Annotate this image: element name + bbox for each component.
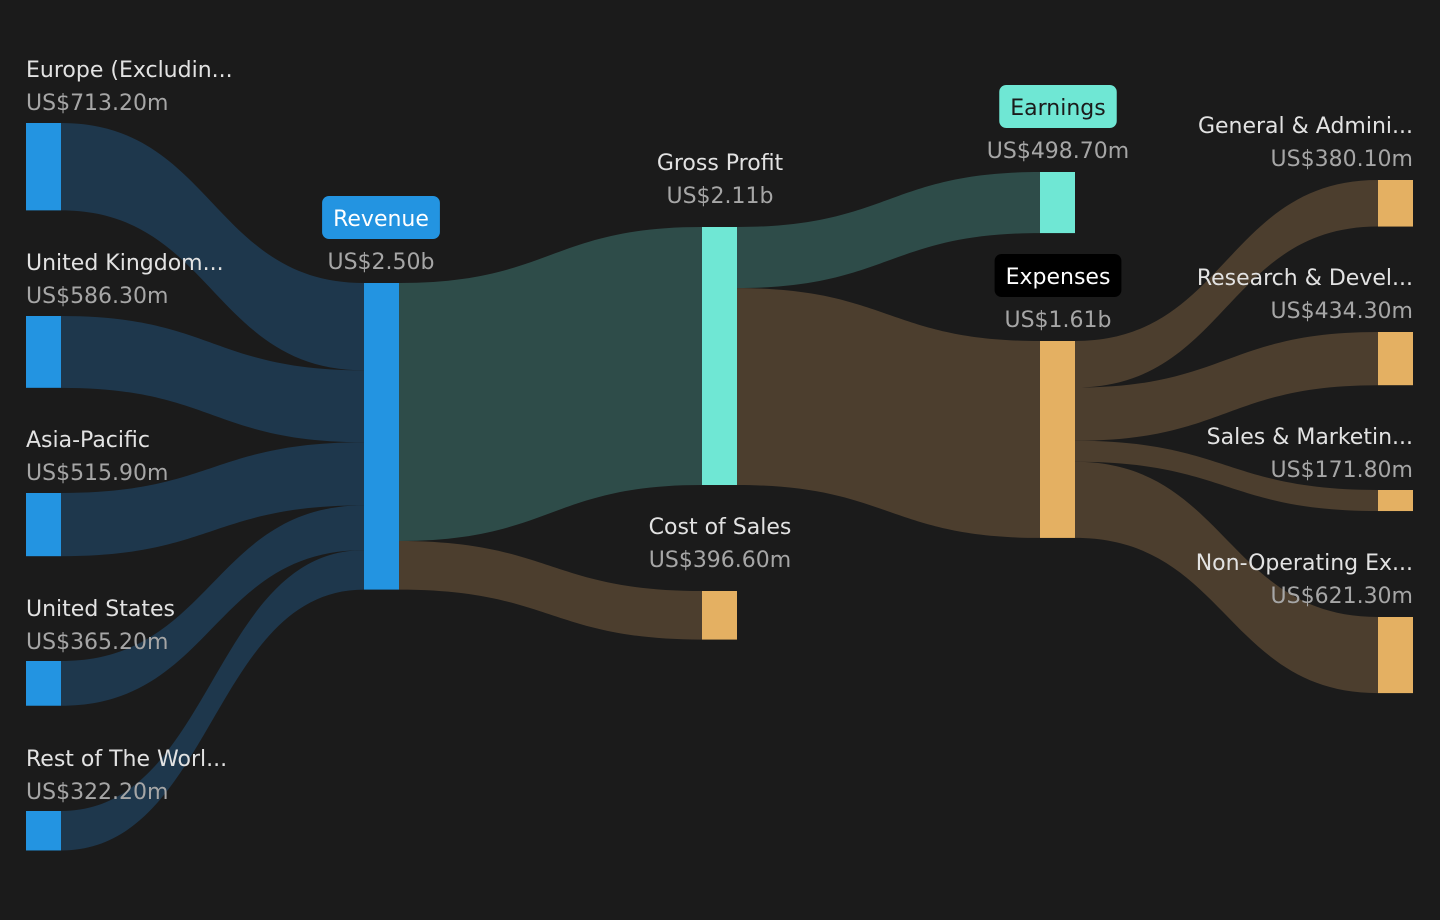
sankey-nodes: [26, 123, 1413, 851]
label-value-ga: US$380.10m: [1271, 147, 1413, 172]
label-value-revenue: US$2.50b: [327, 250, 434, 275]
link-revenue-to-cost_of_sales: [399, 541, 702, 640]
label-name-earnings: Earnings: [1010, 96, 1105, 121]
label-value-expenses: US$1.61b: [1004, 308, 1111, 333]
label-value-earnings: US$498.70m: [987, 139, 1129, 164]
label-value-cost_of_sales: US$396.60m: [649, 548, 791, 573]
node-cost_of_sales: [702, 591, 737, 640]
node-expenses: [1040, 341, 1075, 538]
label-nonop: Non-Operating Ex... US$621.30m: [1196, 551, 1413, 609]
label-name-rd: Research & Devel...: [1197, 266, 1413, 291]
link-gross_profit-to-earnings: [737, 172, 1040, 289]
label-name-ga: General & Admini...: [1198, 114, 1413, 139]
label-value-uk: US$586.30m: [26, 284, 168, 309]
link-revenue-to-gross_profit: [399, 227, 702, 542]
label-name-europe: Europe (Excludin...: [26, 58, 233, 83]
node-revenue: [364, 283, 399, 590]
pill-expenses: [994, 254, 1122, 297]
node-ga: [1378, 180, 1413, 227]
label-value-gross_profit: US$2.11b: [666, 184, 773, 209]
link-uk-to-revenue: [61, 316, 364, 443]
label-rd: Research & Devel... US$434.30m: [1197, 266, 1413, 324]
label-uk: United Kingdom... US$586.30m: [26, 251, 224, 309]
label-name-uk: United Kingdom...: [26, 251, 224, 276]
node-gross_profit: [702, 227, 737, 486]
pill-earnings: [999, 85, 1117, 128]
pill-revenue: [322, 196, 440, 239]
link-expenses-to-sm: [1075, 440, 1378, 512]
link-europe-to-revenue: [61, 123, 364, 371]
node-us: [26, 661, 61, 706]
node-europe: [26, 123, 61, 211]
node-apac: [26, 493, 61, 557]
label-value-nonop: US$621.30m: [1271, 584, 1413, 609]
node-rd: [1378, 332, 1413, 386]
label-value-rd: US$434.30m: [1271, 299, 1413, 324]
label-value-apac: US$515.90m: [26, 461, 168, 486]
label-name-apac: Asia-Pacific: [26, 428, 150, 453]
label-value-sm: US$171.80m: [1271, 458, 1413, 483]
node-earnings: [1040, 172, 1075, 234]
label-europe: Europe (Excludin... US$713.20m: [26, 58, 233, 116]
node-sm: [1378, 490, 1413, 512]
node-nonop: [1378, 617, 1413, 694]
label-name-cost_of_sales: Cost of Sales: [649, 515, 792, 540]
sankey-links: [61, 123, 1378, 851]
link-expenses-to-rd: [1075, 332, 1378, 441]
node-uk: [26, 316, 61, 388]
node-row: [26, 811, 61, 851]
link-expenses-to-nonop: [1075, 461, 1378, 694]
label-name-sm: Sales & Marketin...: [1207, 425, 1413, 450]
label-name-expenses: Expenses: [1006, 265, 1111, 290]
link-expenses-to-ga: [1075, 180, 1378, 388]
label-sm: Sales & Marketin... US$171.80m: [1207, 425, 1413, 483]
link-apac-to-revenue: [61, 442, 364, 557]
link-row-to-revenue: [61, 550, 364, 851]
label-name-gross_profit: Gross Profit: [657, 151, 784, 176]
link-gross_profit-to-expenses: [737, 288, 1040, 538]
label-name-us: United States: [26, 597, 175, 622]
label-name-row: Rest of The Worl...: [26, 747, 227, 772]
label-ga: General & Admini... US$380.10m: [1198, 114, 1413, 172]
label-name-nonop: Non-Operating Ex...: [1196, 551, 1413, 576]
label-value-europe: US$713.20m: [26, 91, 168, 116]
label-name-revenue: Revenue: [333, 207, 429, 232]
label-row: Rest of The Worl... US$322.20m: [26, 747, 227, 805]
label-value-row: US$322.20m: [26, 780, 168, 805]
link-us-to-revenue: [61, 505, 364, 706]
label-value-us: US$365.20m: [26, 630, 168, 655]
